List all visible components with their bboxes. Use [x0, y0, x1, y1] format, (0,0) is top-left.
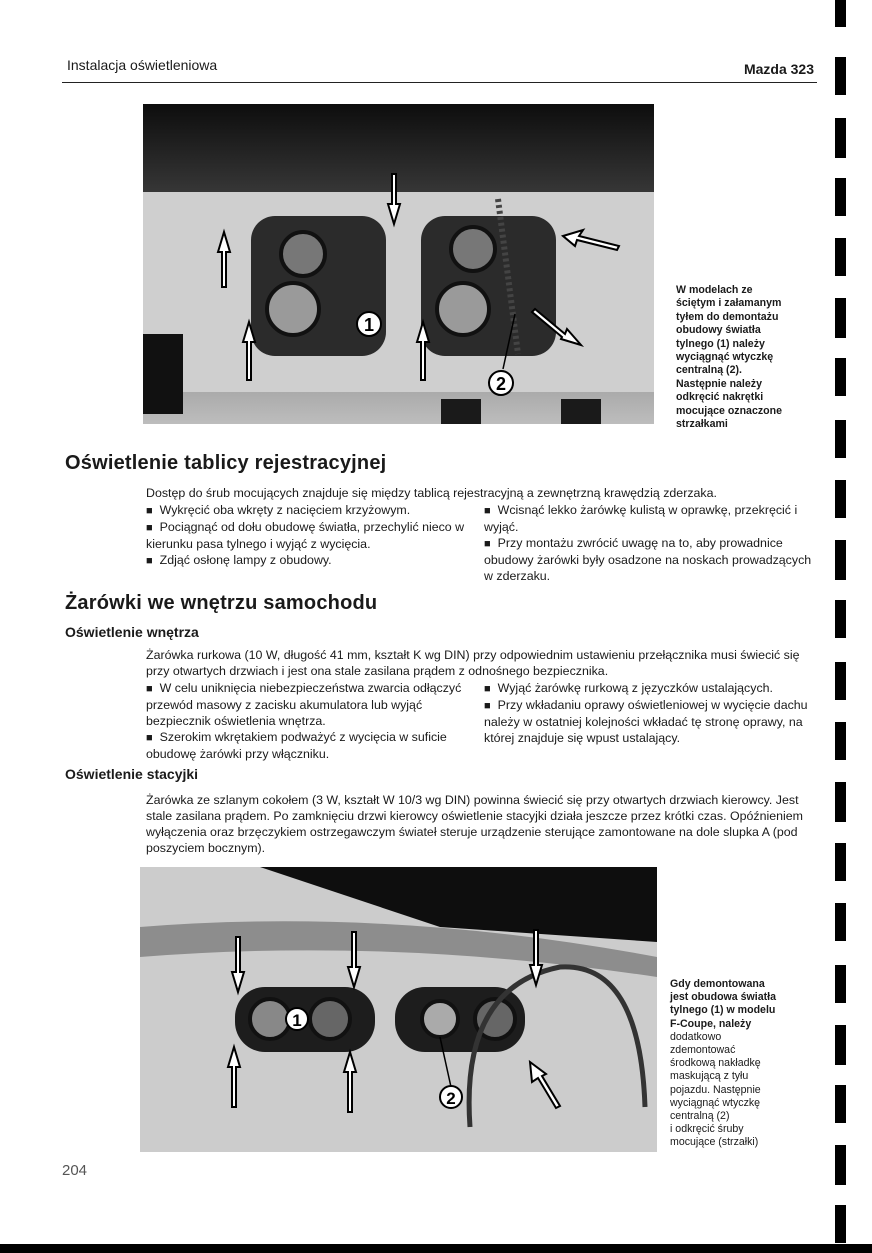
edge-mark	[835, 178, 846, 216]
page-number: 204	[62, 1162, 88, 1179]
edge-mark	[835, 1025, 846, 1065]
edge-mark	[835, 540, 846, 580]
instruction-step: Wcisnąć lekko żarówkę kulistą w oprawkę,…	[484, 502, 816, 535]
edge-mark	[835, 722, 846, 760]
instruction-step: Przy wkładaniu oprawy oświetleniowej w w…	[484, 697, 816, 746]
instruction-step: Wykręcić oba wkręty z nacięciem krzyżowy…	[146, 502, 476, 519]
caption-line: Gdy demontowana	[670, 978, 765, 990]
caption-line: wyciągnąć wtyczkę	[676, 351, 774, 364]
instruction-step: Zdjąć osłonę lampy z obudowy.	[146, 552, 476, 569]
running-header-model: Mazda 323	[743, 61, 814, 77]
callout-1: 1	[292, 1011, 301, 1030]
figure2-caption: Gdy demontowana jest obudowa światła tyl…	[670, 978, 816, 1150]
caption-line: mocujące (strzałki)	[670, 1136, 759, 1149]
caption-line: tylnego (1) w modelu	[670, 1004, 776, 1017]
caption-line: pojazdu. Następnie	[670, 1083, 761, 1096]
interior-left-column: W celu uniknięcia niebezpieczeństwa zwar…	[146, 680, 476, 762]
caption-line: maskującą z tyłu	[670, 1070, 749, 1083]
interior-light-intro: Żarówka rurkowa (10 W, długość 41 mm, ks…	[146, 648, 800, 678]
instruction-step: Szerokim wkrętakiem podważyć z wycięcia …	[146, 729, 476, 762]
edge-mark	[835, 118, 846, 158]
edge-mark	[835, 358, 846, 396]
callout-2: 2	[446, 1089, 455, 1108]
caption-line: tyłem do demontażu	[676, 310, 779, 323]
ignition-light-text: Żarówka ze szlanym cokołem (3 W, kształt…	[146, 793, 803, 855]
figure1-caption: W modelach ze ściętym i załamanym tyłem …	[676, 284, 816, 431]
edge-mark	[835, 57, 846, 95]
caption-line: Następnie należy	[676, 377, 762, 390]
edge-mark	[835, 600, 846, 638]
edge-mark	[835, 903, 846, 941]
running-header-section: Instalacja oświetleniowa	[67, 57, 218, 73]
caption-line: i odkręcić śruby	[670, 1123, 744, 1136]
interior-right-column: Wyjąć żarówkę rurkową z języczków ustala…	[484, 680, 816, 746]
section1-left-column: Wykręcić oba wkręty z nacięciem krzyżowy…	[146, 502, 476, 569]
caption-line: obudowy światła	[676, 324, 761, 337]
figure2-callouts: 1 2	[285, 1007, 463, 1109]
edge-mark	[835, 1205, 846, 1243]
edge-mark	[835, 238, 846, 276]
section1-intro: Dostęp do śrub mocujących znajduje się m…	[146, 486, 717, 500]
edge-mark	[835, 843, 846, 881]
caption-line: F-Coupe, należy	[670, 1017, 752, 1030]
instruction-step: Przy montażu zwrócić uwagę na to, aby pr…	[484, 535, 816, 584]
caption-line: strzałkami	[676, 418, 728, 431]
edge-mark	[835, 965, 846, 1003]
caption-line: centralną (2).	[676, 364, 742, 377]
edge-mark	[835, 1145, 846, 1185]
section-title-interior-bulbs: Żarówki we wnętrzu samochodu	[65, 592, 378, 614]
caption-line: ściętym i załamanym	[676, 297, 782, 310]
header-rule	[62, 82, 817, 83]
bottom-edge-bar	[0, 1244, 872, 1253]
callout-2: 2	[496, 374, 506, 394]
caption-line: środkową nakładkę	[670, 1057, 761, 1070]
coupe-rear-illustration: 1 2	[140, 867, 657, 1152]
instruction-step: Wyjąć żarówkę rurkową z języczków ustala…	[484, 680, 816, 697]
edge-mark	[835, 420, 846, 458]
caption-line: W modelach ze	[676, 284, 753, 296]
instruction-step: W celu uniknięcia niebezpieczeństwa zwar…	[146, 680, 476, 729]
caption-line: wyciągnąć wtyczkę	[670, 1096, 761, 1109]
edge-mark	[835, 0, 846, 27]
coupe-rear-photo: 1 2	[140, 867, 657, 1152]
caption-line: odkręcić nakrętki	[676, 391, 764, 404]
subsection-title-interior-light: Oświetlenie wnętrza	[65, 624, 199, 640]
caption-line: tylnego (1) należy	[676, 337, 765, 350]
caption-line: zdemontować	[670, 1044, 736, 1057]
caption-line: dodatkowo	[670, 1030, 722, 1043]
caption-line: mocujące oznaczone	[676, 404, 782, 417]
section-title-license-plate-light: Oświetlenie tablicy rejestracyjnej	[65, 452, 387, 474]
figure1-callouts: 1 2	[356, 311, 516, 396]
subsection-title-ignition-light: Oświetlenie stacyjki	[65, 766, 199, 782]
edge-mark	[835, 662, 846, 700]
edge-mark	[835, 480, 846, 518]
section1-right-column: Wcisnąć lekko żarówkę kulistą w oprawkę,…	[484, 502, 816, 584]
caption-line: jest obudowa światła	[670, 991, 776, 1004]
instruction-step: Pociągnąć od dołu obudowę światła, przec…	[146, 519, 476, 552]
edge-mark	[835, 1085, 846, 1123]
edge-mark	[835, 782, 846, 822]
rear-light-photo: 1 2	[143, 104, 654, 424]
callout-1: 1	[364, 315, 374, 335]
edge-mark	[835, 298, 846, 338]
rear-light-illustration: 1 2	[143, 104, 654, 424]
caption-line: centralną (2)	[670, 1110, 730, 1123]
